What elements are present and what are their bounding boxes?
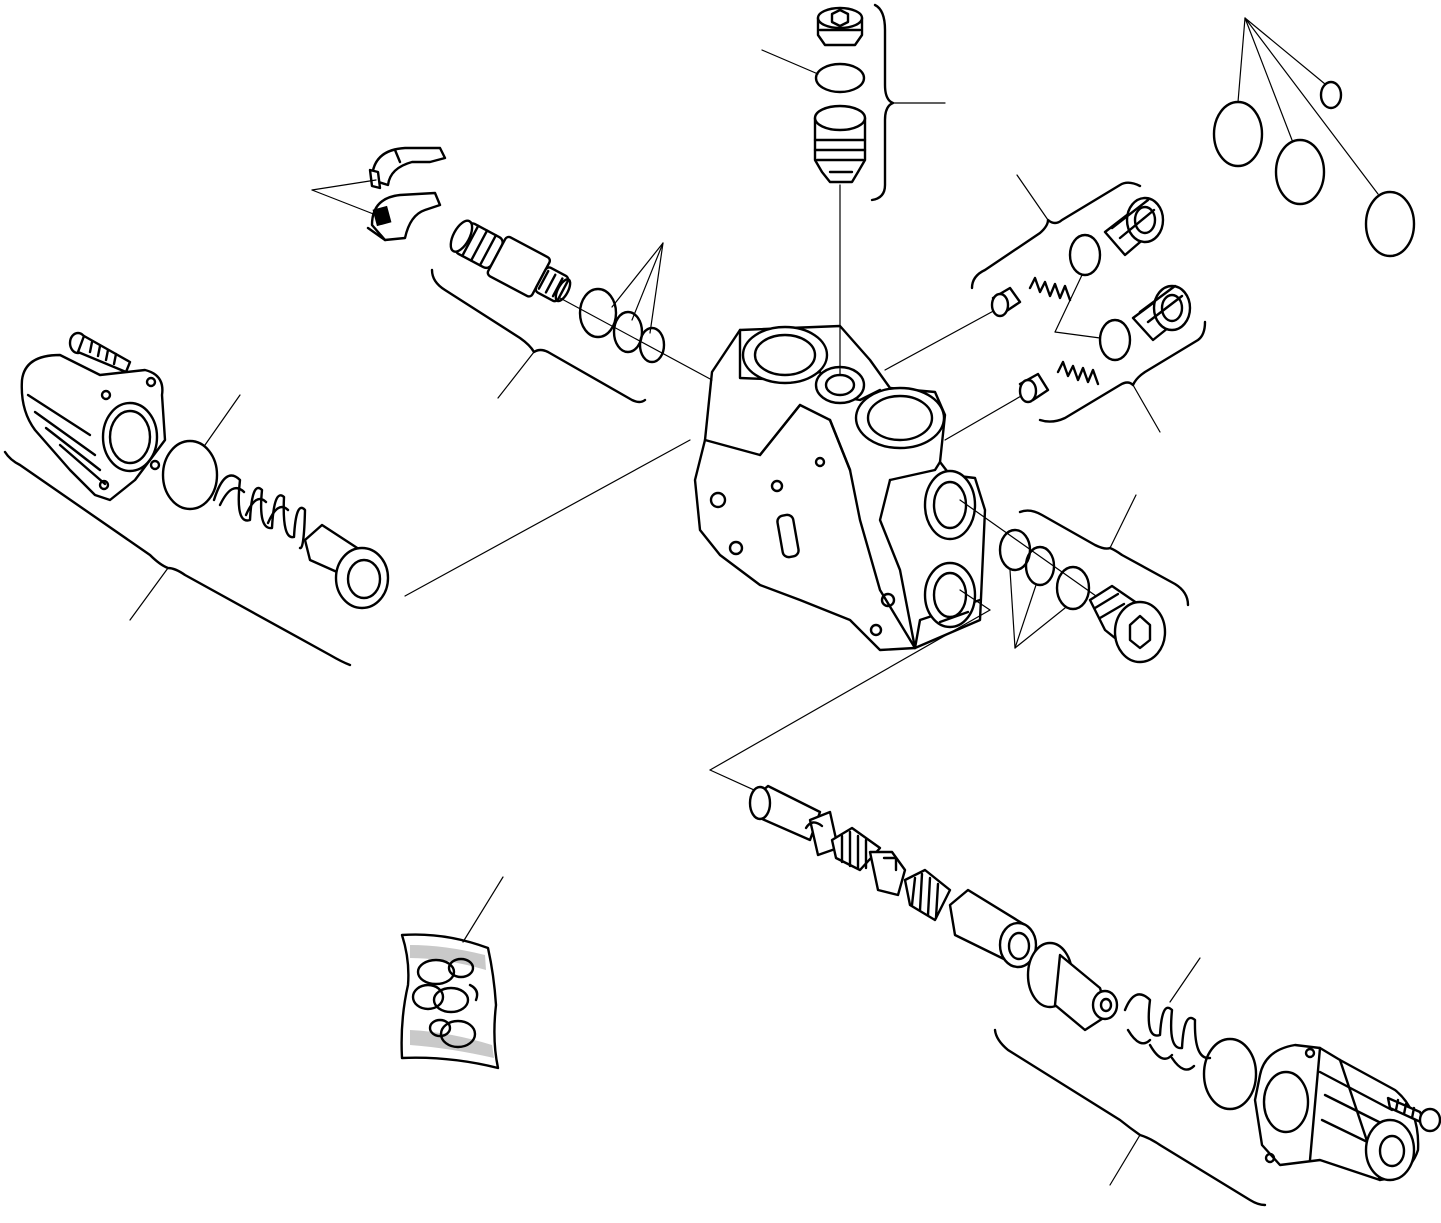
body-port-top-left: [743, 327, 827, 383]
check-valve-lower: [1020, 275, 1205, 432]
o-ring-large-3: [1366, 192, 1414, 256]
check-valve-upper: [972, 175, 1163, 316]
check-bracket-lower-leader: [1133, 385, 1160, 432]
check-bracket-lower: [1040, 322, 1205, 422]
lower-right-bracket-leader: [1110, 1135, 1140, 1185]
o-ring-large-2: [1276, 140, 1324, 204]
valve-body: [695, 326, 985, 650]
port-o-ring-2: [1026, 547, 1054, 585]
top-o-ring: [816, 64, 864, 92]
top-bracket: [872, 5, 893, 200]
cap-o-ring-left-leader: [205, 395, 240, 445]
o-ring-set-leaders: [1238, 18, 1378, 194]
cap-screw-right: [1388, 1098, 1440, 1131]
o-ring-large-1: [1214, 102, 1262, 166]
port-plug-bracket-leader: [1110, 495, 1136, 548]
spool-assembly: [750, 786, 1440, 1205]
body-port-side-lower: [925, 563, 975, 627]
relief-valve-cartridge: [444, 213, 578, 312]
spring-seat-right: [1028, 943, 1117, 1030]
left-bracket: [5, 452, 350, 665]
left-bracket-leader: [130, 568, 168, 620]
poppet-upper: [992, 288, 1020, 316]
check-bracket-upper-leader: [1017, 175, 1048, 220]
body-port-top-right: [856, 388, 944, 448]
o-ring-small: [1321, 82, 1341, 108]
spring-right-leader: [1170, 958, 1200, 1002]
o-ring-set: [1214, 18, 1414, 256]
clip-leader-upper: [312, 180, 376, 190]
top-o-ring-leader: [762, 50, 818, 74]
top-plug-assembly: [762, 5, 945, 200]
spring-lower: [1058, 362, 1098, 384]
port-o-ring-3: [1057, 567, 1089, 609]
hex-socket-plug: [818, 8, 862, 45]
relief-bracket-leader: [498, 352, 534, 398]
check-o-ring-leader-lower: [1055, 332, 1100, 338]
relief-o-ring-3: [640, 328, 664, 362]
o-ring-upper: [1070, 235, 1100, 275]
clip-lower: [368, 193, 440, 240]
cap-o-ring-right: [1204, 1039, 1256, 1109]
spring-upper: [1030, 278, 1070, 300]
poppet-lower: [1020, 374, 1048, 402]
spool-cap-right: [1255, 1045, 1418, 1180]
check-o-ring-leader-upper: [1055, 275, 1082, 332]
relief-o-ring-leaders: [612, 243, 663, 333]
spring-seat-left: [305, 525, 388, 608]
body-port-side-upper: [925, 471, 975, 539]
spool-sleeve: [950, 890, 1036, 967]
top-valve-cartridge: [815, 106, 865, 182]
spool-land-2: [905, 870, 950, 920]
clip-upper: [370, 148, 445, 188]
seal-kit: [402, 877, 503, 1068]
spring-left: [214, 476, 305, 549]
lower-right-bracket: [995, 1030, 1265, 1205]
spool-land-1: [832, 828, 880, 870]
spool: [750, 786, 1036, 967]
relief-valve-assembly: [312, 148, 664, 402]
o-ring-lower: [1100, 320, 1130, 360]
relief-o-ring-1: [580, 289, 616, 337]
port-plug-assembly: [1000, 495, 1188, 662]
relief-o-ring-2: [614, 312, 642, 352]
clip-leader-lower: [312, 190, 376, 215]
hex-port-plug: [1090, 586, 1165, 662]
cap-o-ring-left: [163, 441, 217, 509]
port-o-ring-leaders: [1010, 570, 1065, 648]
left-spool-end-assembly: [5, 333, 388, 665]
plug-upper: [1105, 198, 1163, 255]
spool-cap-left: [22, 355, 165, 500]
plug-lower: [1133, 286, 1190, 340]
port-o-ring-1: [1000, 530, 1030, 570]
spring-right: [1125, 994, 1210, 1058]
seal-kit-leader: [463, 877, 503, 942]
